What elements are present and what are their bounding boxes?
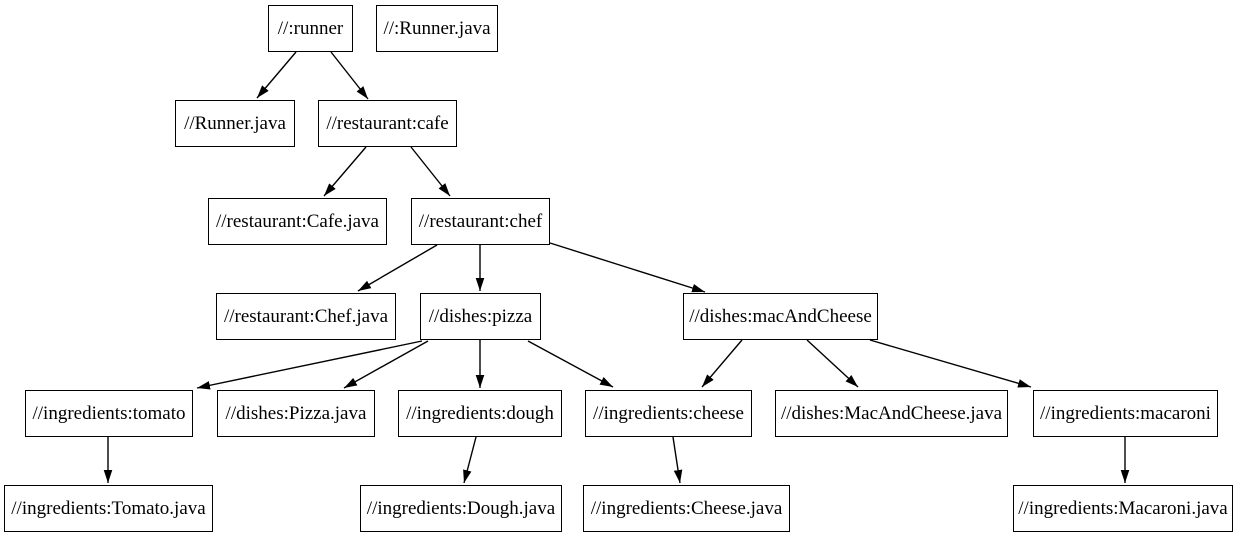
graph-node-macaroni-java: //ingredients:Macaroni.java (1013, 485, 1233, 532)
graph-edge-mac-and-cheese-to-macaroni (869, 339, 1032, 388)
graph-node-cheese-java: //ingredients:Cheese.java (583, 485, 790, 532)
graph-edge-pizza-to-pizza-java (343, 340, 429, 389)
graph-node-runner: //:runner (268, 5, 353, 52)
graph-edge-mac-and-cheese-to-cheese (701, 339, 743, 388)
graph-node-chef: //restaurant:chef (411, 198, 550, 245)
graph-edge-chef-to-chef-java (357, 244, 438, 292)
graph-node-runner-java: //Runner.java (175, 100, 295, 147)
graph-node-cafe-java: //restaurant:Cafe.java (208, 198, 387, 245)
graph-node-tomato-java: //ingredients:Tomato.java (4, 485, 213, 532)
graph-edge-runner-to-cafe (330, 51, 369, 100)
graph-edge-mac-and-cheese-to-mac-and-cheese-java (806, 339, 859, 388)
graph-node-tomato: //ingredients:tomato (25, 390, 193, 437)
graph-edge-chef-to-mac-and-cheese (549, 242, 706, 293)
graph-node-macaroni: //ingredients:macaroni (1033, 390, 1218, 437)
graph-edge-cafe-to-cafe-java (323, 146, 367, 197)
graph-edge-pizza-to-cheese (527, 340, 614, 388)
graph-edge-pizza-to-tomato (196, 340, 423, 390)
graph-node-mac-and-cheese-java: //dishes:MacAndCheese.java (775, 390, 1008, 437)
graph-node-dough-java: //ingredients:Dough.java (360, 485, 562, 532)
graph-node-dough: //ingredients:dough (398, 390, 562, 437)
graph-edge-dough-to-dough-java (463, 436, 477, 484)
graph-node-cheese: //ingredients:cheese (585, 390, 752, 437)
graph-node-pizza-java: //dishes:Pizza.java (217, 390, 375, 437)
graph-node-mac-and-cheese: //dishes:macAndCheese (683, 293, 878, 340)
graph-edge-runner-to-runner-java (256, 51, 297, 99)
graph-node-cafe: //restaurant:cafe (318, 100, 457, 147)
graph-node-root-runner-java: //:Runner.java (376, 5, 498, 52)
graph-node-pizza: //dishes:pizza (420, 293, 541, 340)
graph-node-chef-java: //restaurant:Chef.java (216, 293, 396, 340)
graph-edge-cafe-to-chef (410, 146, 451, 197)
graph-edge-cheese-to-cheese-java (672, 436, 683, 484)
